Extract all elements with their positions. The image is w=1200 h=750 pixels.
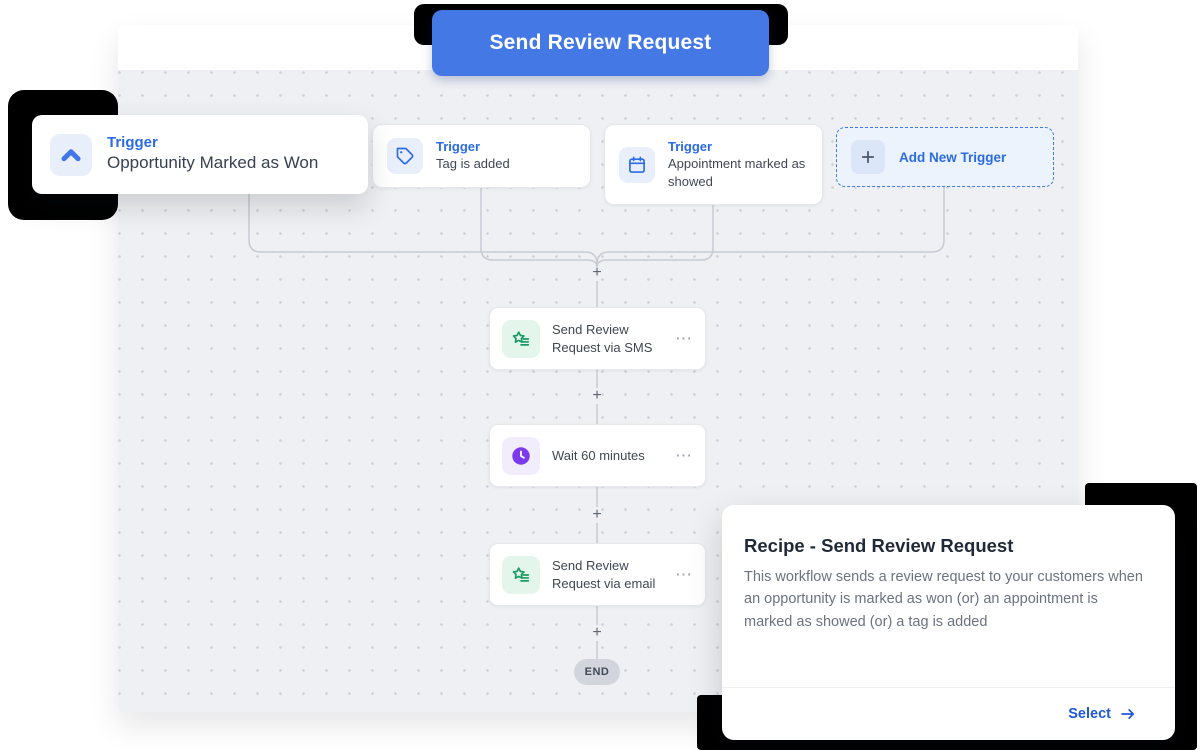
trigger-type-label: Trigger: [436, 139, 481, 155]
review-star-icon: [502, 555, 540, 594]
trigger-description: Tag is added: [436, 156, 510, 172]
trigger-description: Appointment marked as showed: [668, 155, 806, 189]
more-options-icon[interactable]: ⋯: [675, 445, 693, 465]
tag-icon: [387, 138, 423, 174]
recipe-card-footer: Select: [722, 687, 1175, 740]
more-options-icon[interactable]: ⋯: [675, 564, 693, 584]
trigger-card-opportunity-won[interactable]: Trigger Opportunity Marked as Won: [32, 115, 368, 194]
workflow-title-banner[interactable]: Send Review Request: [432, 10, 769, 76]
add-new-trigger-button[interactable]: Add New Trigger: [836, 127, 1054, 187]
select-label: Select: [1068, 706, 1111, 722]
workflow-end-badge: END: [574, 659, 620, 685]
action-node-label: Send Review Request via email: [552, 557, 656, 591]
end-label: END: [584, 666, 610, 678]
review-star-icon: [502, 319, 540, 358]
select-recipe-button[interactable]: Select: [1068, 705, 1137, 723]
trigger-card-appointment-showed[interactable]: Trigger Appointment marked as showed: [604, 124, 823, 205]
trigger-type-label: Trigger: [668, 138, 713, 154]
workflow-title-label: Send Review Request: [489, 31, 712, 54]
recipe-description: This workflow sends a review request to …: [744, 569, 1143, 630]
plus-icon: [851, 140, 885, 174]
chevron-up-icon: [50, 133, 92, 176]
action-node-review-email[interactable]: Send Review Request via email ⋯: [489, 543, 706, 606]
more-options-icon[interactable]: ⋯: [675, 328, 693, 348]
calendar-icon: [619, 146, 655, 183]
add-step-button[interactable]: +: [592, 506, 602, 523]
action-node-wait[interactable]: Wait 60 minutes ⋯: [489, 424, 706, 487]
action-node-label: Wait 60 minutes: [552, 447, 645, 463]
add-step-button[interactable]: +: [592, 387, 602, 404]
action-node-label: Send Review Request via SMS: [552, 321, 653, 355]
action-node-review-sms[interactable]: Send Review Request via SMS ⋯: [489, 307, 706, 370]
add-step-button[interactable]: +: [592, 624, 602, 641]
add-step-button[interactable]: +: [592, 264, 602, 281]
add-new-trigger-label: Add New Trigger: [899, 149, 1007, 165]
recipe-title: Recipe - Send Review Request: [744, 535, 1014, 556]
recipe-info-card: Recipe - Send Review Request This workfl…: [722, 505, 1175, 740]
clock-icon: [502, 436, 540, 475]
arrow-right-icon: [1121, 709, 1135, 719]
trigger-description: Opportunity Marked as Won: [107, 153, 319, 173]
trigger-type-label: Trigger: [107, 134, 158, 152]
trigger-card-tag-added[interactable]: Trigger Tag is added: [372, 124, 591, 188]
